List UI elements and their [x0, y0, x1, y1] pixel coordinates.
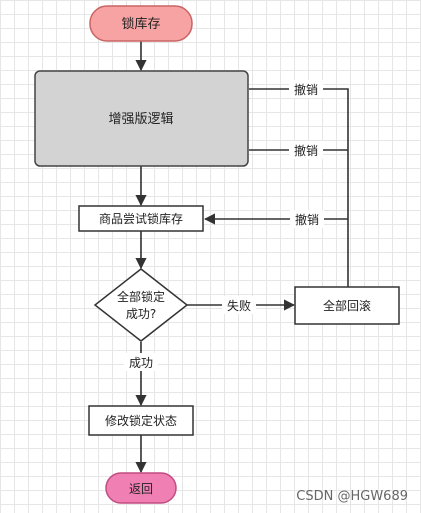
edge-label-backgrounds — [124, 80, 324, 371]
node-product-try-lock[interactable] — [78, 205, 204, 232]
connectors — [135, 41, 349, 474]
watermark: CSDN @HGW689 — [296, 489, 408, 504]
node-rollback-all-label: 全部回滚 — [323, 298, 371, 313]
node-update-lock-status[interactable] — [88, 405, 194, 436]
node-product-try-lock-label: 商品尝试锁库存 — [99, 211, 183, 226]
edge-label-revoke-1: 撤销 — [294, 82, 318, 97]
edge-label-bg-revoke-2 — [289, 141, 323, 159]
edge-label-success: 成功 — [129, 356, 153, 370]
node-enhanced-logic-label: 增强版逻辑 — [108, 112, 173, 127]
node-return-label: 返回 — [129, 482, 153, 496]
edge-label-bg-revoke-1 — [289, 80, 323, 98]
node-lock-stock[interactable] — [89, 5, 193, 42]
edge-label-bg-success — [124, 353, 158, 371]
node-update-lock-status-label: 修改锁定状态 — [105, 413, 177, 428]
node-rollback-all[interactable] — [294, 286, 400, 325]
node-lock-stock-label: 锁库存 — [121, 16, 160, 32]
edge-label-fail: 失败 — [227, 298, 251, 313]
edge-label-revoke-2: 撤销 — [294, 143, 318, 158]
node-all-locked-decision[interactable] — [93, 268, 189, 342]
node-enhanced-logic[interactable] — [34, 70, 249, 167]
edge-label-revoke-3: 撤销 — [295, 212, 319, 227]
node-all-locked-label-line2: 成功? — [126, 307, 156, 321]
node-return[interactable] — [105, 472, 177, 504]
edge-label-bg-revoke-3 — [290, 210, 324, 228]
edge-rollback-trunk — [249, 88, 349, 287]
edge-label-bg-fail — [222, 296, 256, 314]
node-all-locked-label-line1: 全部锁定 — [117, 289, 165, 304]
